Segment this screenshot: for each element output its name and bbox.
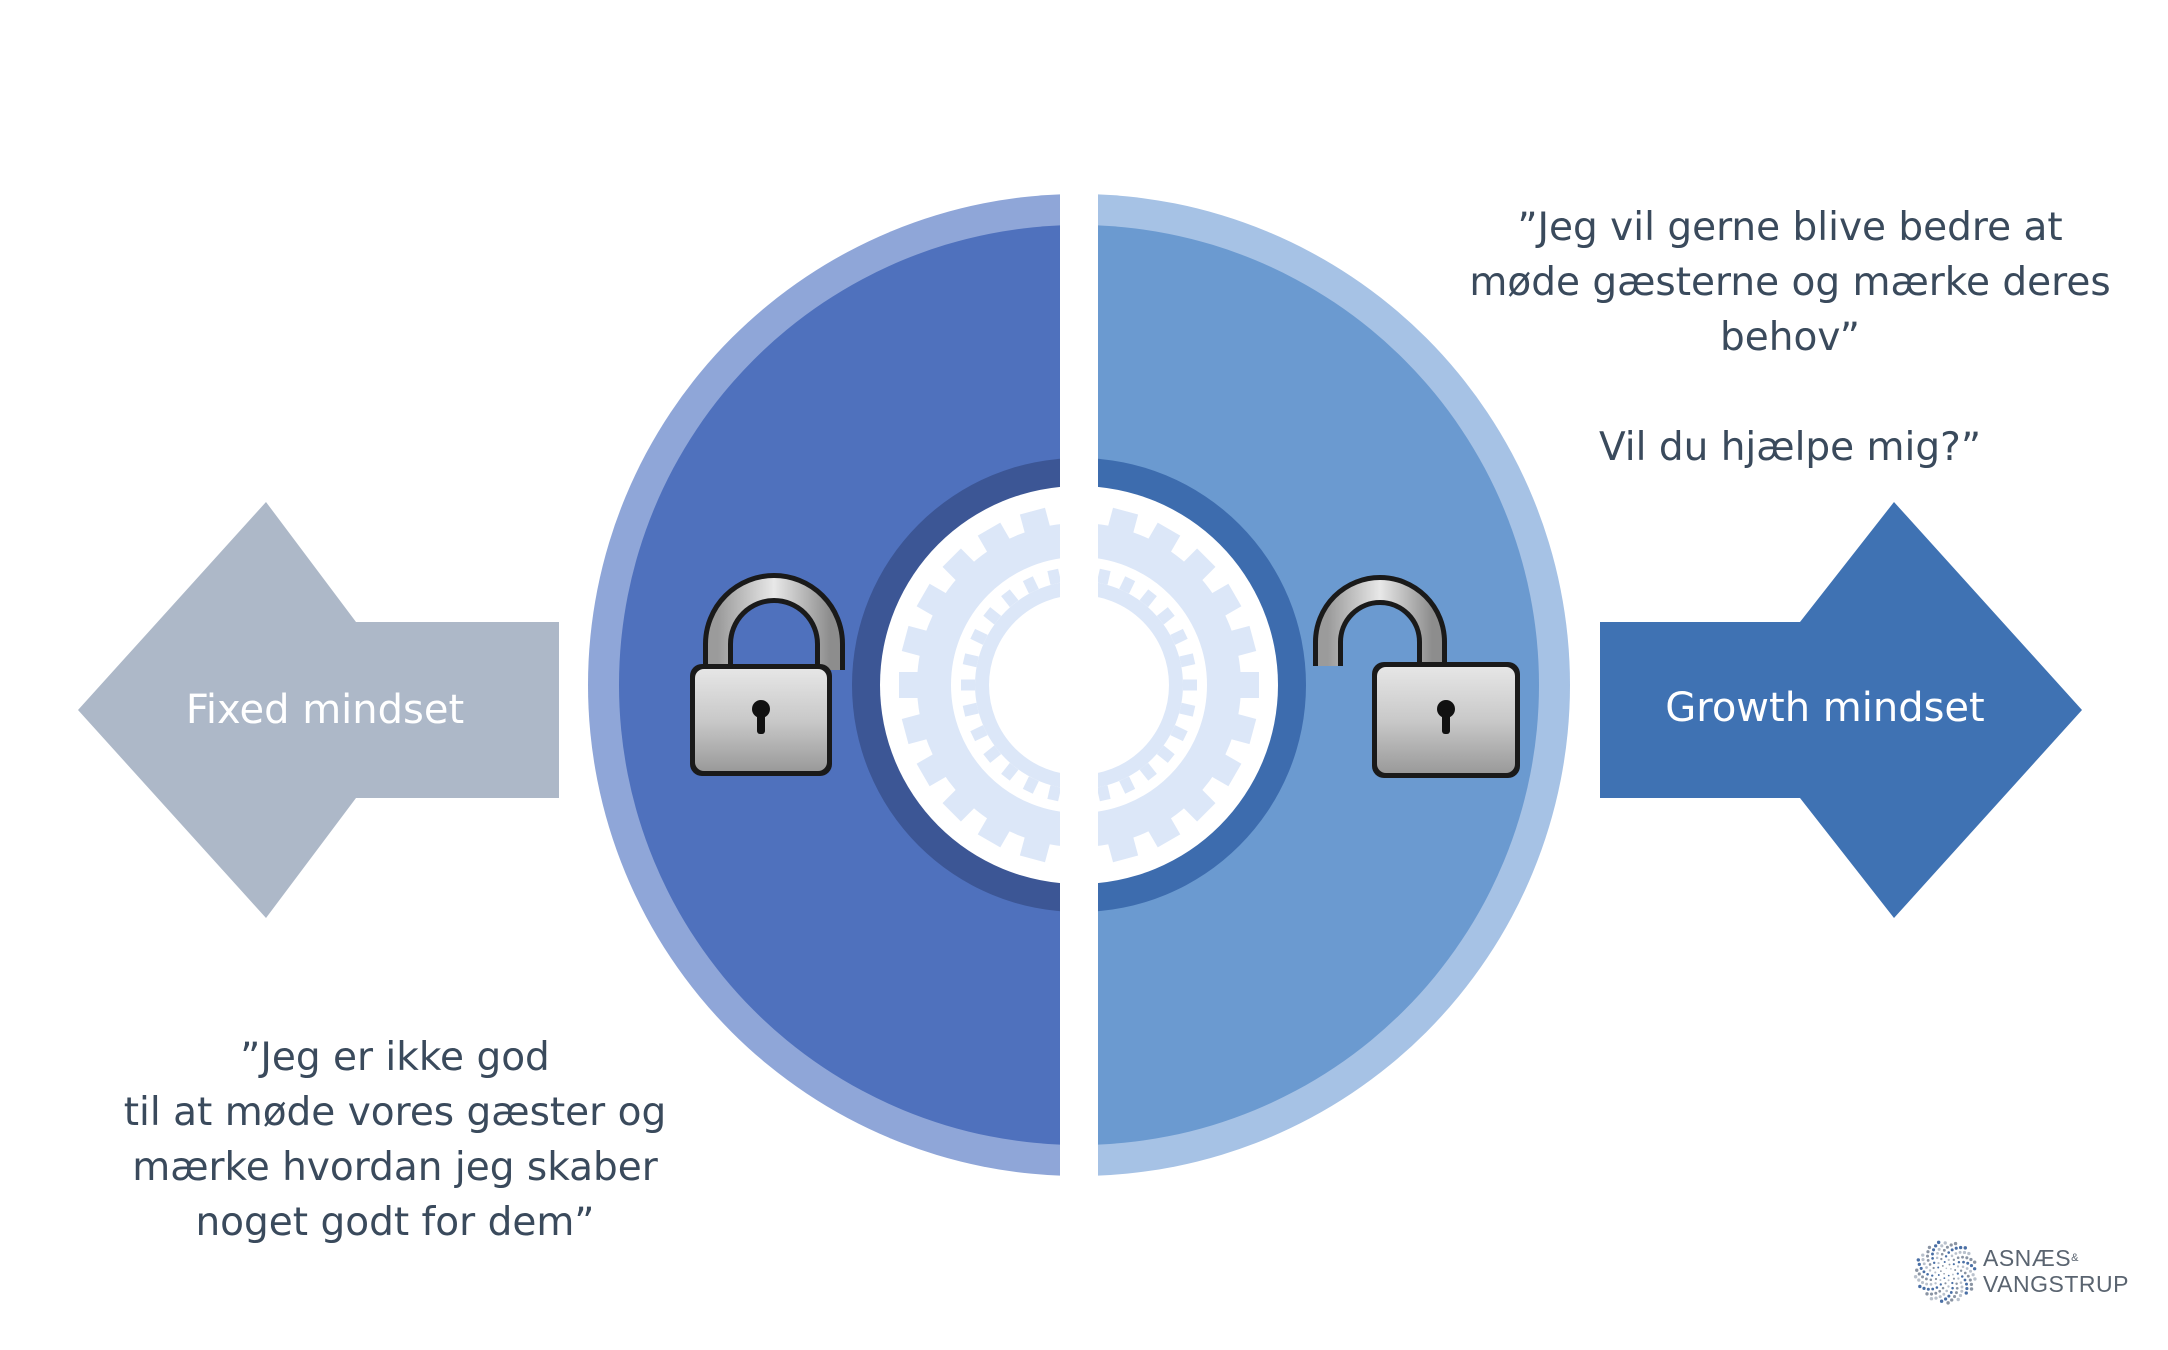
growth-mindset-question: Vil du hjælpe mig?” bbox=[1598, 425, 1982, 470]
quote-line: behov” bbox=[1720, 315, 1860, 360]
quote-line: noget godt for dem” bbox=[195, 1200, 595, 1245]
fixed-mindset-quote: ”Jeg er ikke god til at møde vores gæste… bbox=[90, 1030, 700, 1250]
logo-name-line1: ASNÆS bbox=[1983, 1245, 2072, 1271]
company-logo: ASNÆS& VANGSTRUP bbox=[1913, 1235, 2133, 1310]
dotted-spiral-logo-icon bbox=[1913, 1240, 1977, 1305]
quote-line: møde gæsterne og mærke deres bbox=[1469, 260, 2111, 305]
fixed-mindset-label: Fixed mindset bbox=[185, 687, 465, 733]
growth-mindset-label: Growth mindset bbox=[1665, 685, 1985, 731]
logo-name-line2: VANGSTRUP bbox=[1983, 1271, 2129, 1297]
quote-line: mærke hvordan jeg skaber bbox=[132, 1145, 658, 1190]
unlocked-padlock-icon bbox=[1313, 575, 1520, 778]
locked-padlock-icon bbox=[690, 573, 845, 776]
quote-line: ”Jeg er ikke god bbox=[240, 1035, 550, 1080]
fixed-mindset-arrow bbox=[78, 502, 559, 918]
logo-ampersand: & bbox=[2071, 1252, 2079, 1264]
growth-half-circle bbox=[1098, 194, 1570, 1176]
quote-line: til at møde vores gæster og bbox=[123, 1090, 667, 1135]
quote-line: ”Jeg vil gerne blive bedre at bbox=[1517, 205, 2063, 250]
center-divider bbox=[1060, 180, 1098, 1190]
growth-mindset-arrow bbox=[1600, 502, 2082, 918]
growth-mindset-quote: ”Jeg vil gerne blive bedre at møde gæste… bbox=[1440, 200, 2140, 365]
